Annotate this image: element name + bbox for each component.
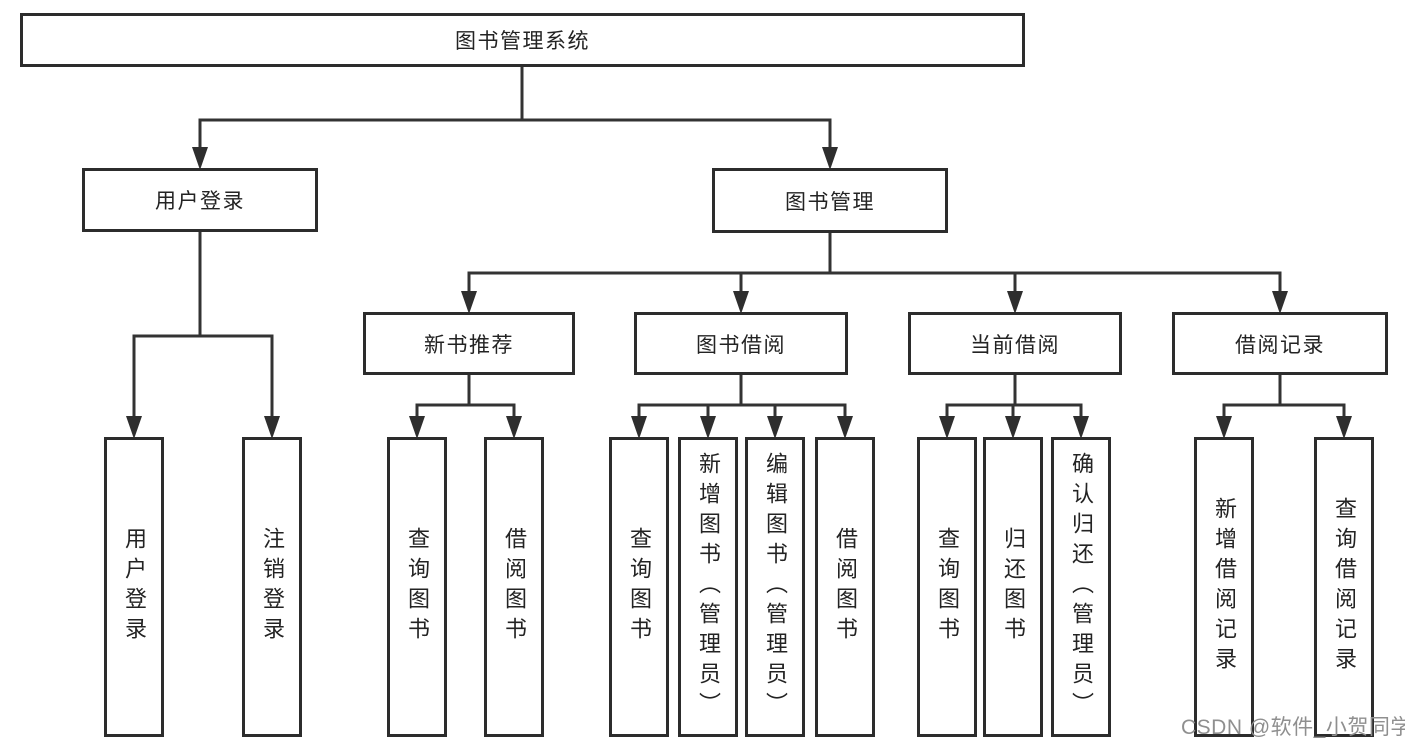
leaf-label: 新增图书（管理员） [696, 452, 721, 722]
leaf-label: 确认归还（管理员） [1069, 452, 1094, 722]
leaf-label: 用户登录 [122, 527, 147, 647]
leaf-label: 注销登录 [260, 527, 285, 647]
leaf-query-books-borrowing: 查询图书 [609, 437, 669, 737]
leaf-logout-login: 注销登录 [242, 437, 302, 737]
leaf-label: 查询图书 [405, 527, 430, 647]
leaf-query-books-recommend: 查询图书 [387, 437, 447, 737]
leaf-borrow-books: 借阅图书 [815, 437, 875, 737]
leaf-user-login: 用户登录 [104, 437, 164, 737]
leaf-confirm-return-admin: 确认归还（管理员） [1051, 437, 1111, 737]
node-library-system: 图书管理系统 [20, 13, 1025, 67]
leaf-label: 查询图书 [627, 527, 652, 647]
leaf-label: 借阅图书 [502, 527, 527, 647]
leaf-label: 查询借阅记录 [1332, 497, 1357, 677]
node-label: 图书借阅 [696, 333, 786, 357]
node-user-login: 用户登录 [82, 168, 318, 232]
leaf-add-books-admin: 新增图书（管理员） [678, 437, 738, 737]
leaf-query-books-current: 查询图书 [917, 437, 977, 737]
csdn-watermark: CSDN @软件_小贺同学 [1181, 716, 1405, 739]
leaf-query-borrow-record: 查询借阅记录 [1314, 437, 1374, 737]
leaf-label: 借阅图书 [833, 527, 858, 647]
leaf-label: 新增借阅记录 [1212, 497, 1237, 677]
node-label: 借阅记录 [1235, 333, 1325, 357]
leaf-edit-books-admin: 编辑图书（管理员） [745, 437, 805, 737]
node-label: 图书管理系统 [455, 30, 590, 53]
node-label: 当前借阅 [970, 333, 1060, 357]
leaf-label: 归还图书 [1001, 527, 1026, 647]
node-label: 用户登录 [155, 190, 245, 213]
leaf-label: 编辑图书（管理员） [763, 452, 788, 722]
node-book-management: 图书管理 [712, 168, 948, 233]
leaf-borrow-books-recommend: 借阅图书 [484, 437, 544, 737]
leaf-return-books: 归还图书 [983, 437, 1043, 737]
node-label: 新书推荐 [424, 333, 514, 357]
node-borrowing-records: 借阅记录 [1172, 312, 1388, 375]
node-new-book-recommend: 新书推荐 [363, 312, 575, 375]
node-label: 图书管理 [785, 190, 875, 214]
node-book-borrowing: 图书借阅 [634, 312, 848, 375]
node-current-borrowing: 当前借阅 [908, 312, 1122, 375]
leaf-add-borrow-record: 新增借阅记录 [1194, 437, 1254, 737]
leaf-label: 查询图书 [935, 527, 960, 647]
